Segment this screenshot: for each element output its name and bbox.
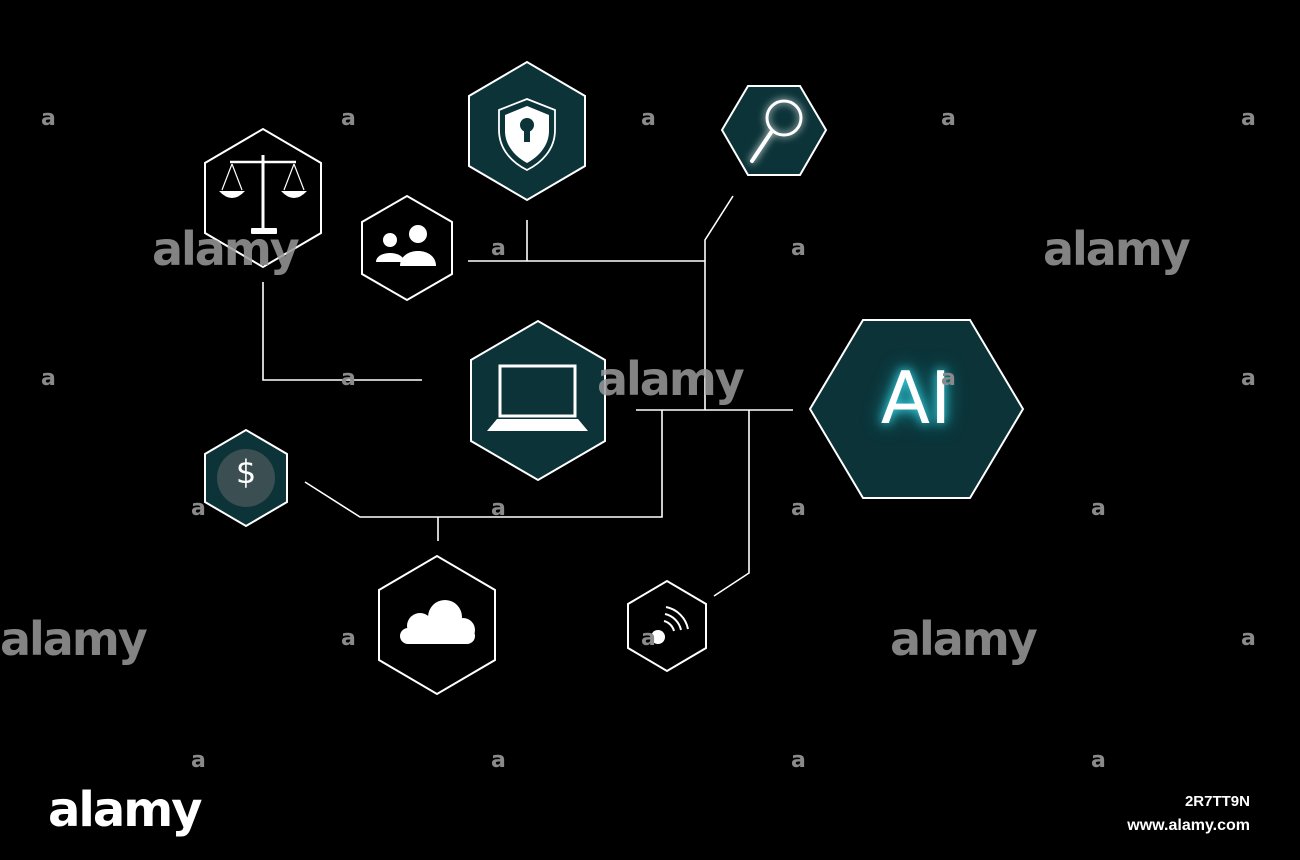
computer-hexagon	[470, 319, 606, 482]
watermark-mark: a	[1241, 626, 1256, 651]
brand-logo: alamy	[48, 782, 203, 838]
watermark-word: alamy	[890, 612, 1038, 666]
watermark-mark: a	[791, 496, 806, 521]
watermark-mark: a	[491, 496, 506, 521]
watermark-mark: a	[191, 496, 206, 521]
users-node	[361, 194, 453, 302]
dollar-symbol: $	[235, 453, 257, 491]
watermark-mark: a	[191, 748, 206, 773]
watermark-mark: a	[341, 106, 356, 131]
cloud-node	[378, 554, 496, 696]
watermark-mark: a	[491, 236, 506, 261]
connector-lines	[262, 195, 793, 597]
law-node	[204, 127, 322, 269]
watermark-word: alamy	[152, 222, 300, 276]
image-id: 2R7TT9N	[1184, 793, 1250, 810]
watermark-mark: a	[941, 366, 956, 391]
shield-lock-icon	[498, 98, 556, 172]
users-icon	[376, 225, 436, 266]
wire-wireless	[713, 410, 750, 597]
coin-icon	[217, 449, 275, 507]
watermark-mark: a	[1241, 366, 1256, 391]
finance-node	[204, 428, 288, 528]
ai-label: AI	[880, 356, 952, 440]
computer-node	[470, 319, 606, 482]
users-hexagon	[361, 194, 453, 302]
watermark-mark: a	[341, 626, 356, 651]
security-node	[468, 60, 586, 202]
watermark-mark: a	[1091, 496, 1106, 521]
watermark-mark: a	[941, 106, 956, 131]
wire-search	[704, 195, 734, 410]
watermark-mark: a	[641, 106, 656, 131]
magnifier-icon	[750, 99, 803, 163]
watermark-mark: a	[641, 626, 656, 651]
watermark-mark: a	[1091, 748, 1106, 773]
ai-hexagon	[808, 319, 1025, 499]
cloud-icon	[400, 600, 475, 644]
wire-finance-cloud	[304, 410, 663, 518]
watermark-mark: a	[341, 366, 356, 391]
wire-law	[262, 282, 422, 381]
wireless-hexagon	[627, 579, 707, 673]
watermark-word: alamy	[0, 612, 148, 666]
site-url: www.alamy.com	[1127, 817, 1250, 834]
watermark-mark: a	[791, 236, 806, 261]
ai-node	[808, 319, 1025, 499]
watermark-mark: a	[1241, 106, 1256, 131]
watermark-mark: a	[491, 748, 506, 773]
watermark-word: alamy	[597, 352, 745, 406]
wireless-node	[627, 579, 707, 673]
watermark-mark: a	[41, 106, 56, 131]
watermark-mark: a	[41, 366, 56, 391]
wifi-signal-icon	[651, 606, 689, 644]
laptop-icon	[487, 364, 588, 431]
watermark-word: alamy	[1043, 222, 1191, 276]
search-node	[720, 85, 828, 176]
watermark-mark: a	[791, 748, 806, 773]
scales-icon	[219, 155, 307, 234]
